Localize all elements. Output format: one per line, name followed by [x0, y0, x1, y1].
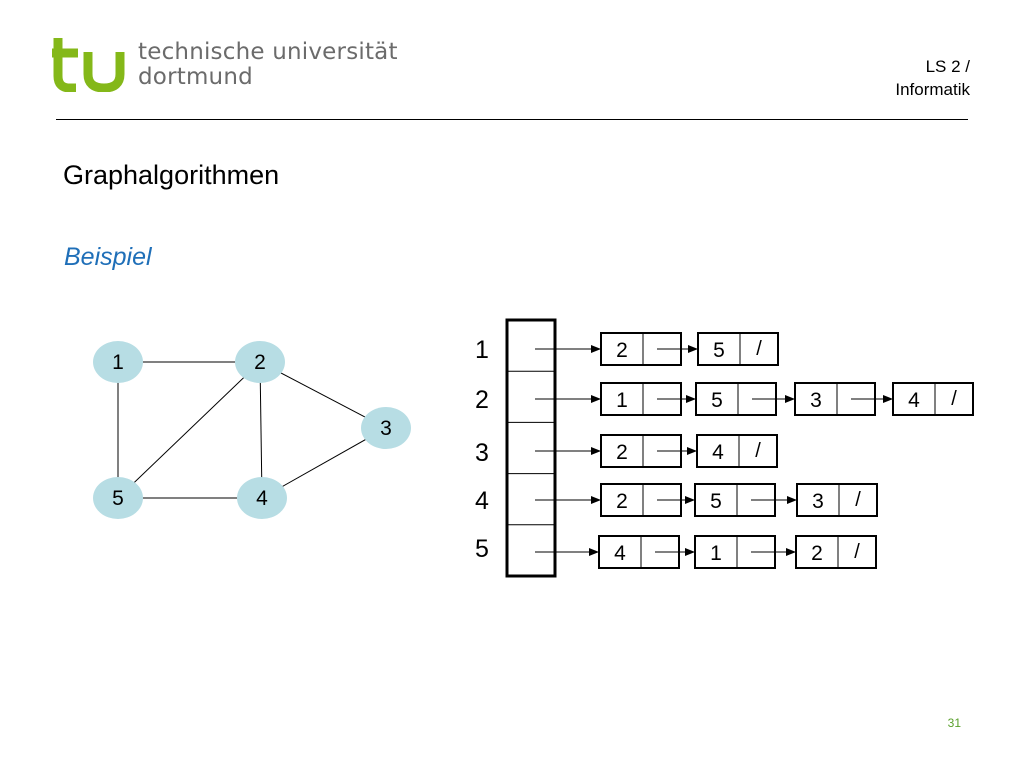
graph-node-label: 4 — [256, 487, 268, 510]
tu-logo-icon — [52, 38, 125, 92]
list-node: 1 — [694, 535, 796, 569]
graph-node-circle — [237, 477, 287, 519]
list-node-value: 2 — [811, 542, 823, 565]
adjacency-array-frame — [505, 318, 557, 578]
adjacency-index-label: 5 — [475, 535, 489, 563]
graph-node-circle — [235, 341, 285, 383]
graph-node: 2 — [235, 341, 285, 383]
chair-label-line2: Informatik — [895, 80, 970, 99]
list-terminator: / — [756, 338, 762, 360]
list-node: 5 — [694, 483, 797, 517]
list-node-value: 3 — [810, 389, 822, 412]
chair-label-line1: LS 2 / — [925, 57, 970, 76]
list-node-value: 5 — [710, 490, 722, 513]
list-node: 4/ — [892, 382, 974, 416]
list-node: 1 — [600, 382, 696, 416]
list-node: 3 — [794, 382, 893, 416]
list-node: 2/ — [795, 535, 877, 569]
list-node-box — [600, 332, 682, 366]
graph-node: 4 — [237, 477, 287, 519]
list-node-value: 2 — [616, 490, 628, 513]
list-node-value: 1 — [710, 542, 722, 565]
list-node: 2 — [600, 483, 695, 517]
list-node-box — [600, 382, 682, 416]
list-node: 5/ — [697, 332, 779, 366]
slide-title: Graphalgorithmen — [63, 160, 280, 190]
list-node: 2 — [600, 434, 697, 468]
list-node-value: 2 — [616, 339, 628, 362]
list-node-box — [796, 483, 878, 517]
page-number: 31 — [947, 716, 961, 730]
graph-edges — [117, 361, 387, 499]
list-terminator: / — [755, 440, 761, 462]
list-node: 5 — [695, 382, 795, 416]
adjacency-array: 1 2 3 4 5 — [475, 318, 557, 578]
list-node-value: 5 — [713, 339, 725, 362]
graph-node-circle — [93, 341, 143, 383]
list-node-box — [795, 535, 877, 569]
university-name-line1: technische universität — [138, 39, 398, 65]
list-node-box — [892, 382, 974, 416]
list-node-box — [697, 332, 779, 366]
list-node: 4 — [598, 535, 695, 569]
university-name: technische universität dortmund — [138, 40, 398, 90]
list-node-value: 4 — [712, 441, 724, 464]
header-divider — [56, 119, 968, 120]
list-terminator: / — [855, 489, 861, 511]
graph-node-circle — [361, 407, 411, 449]
list-node-box — [794, 382, 876, 416]
list-node-box — [696, 434, 778, 468]
list-node-value: 5 — [711, 389, 723, 412]
graph-node-label: 5 — [112, 487, 124, 510]
list-node-value: 3 — [812, 490, 824, 513]
list-node: 3/ — [796, 483, 878, 517]
list-node-value: 2 — [616, 441, 628, 464]
graph-edge — [259, 361, 263, 499]
list-node-value: 4 — [908, 389, 920, 412]
adjacency-index-label: 4 — [475, 487, 489, 515]
adjacency-index-label: 3 — [475, 439, 489, 467]
list-node: 4/ — [696, 434, 778, 468]
adjacency-index-label: 1 — [475, 336, 489, 364]
chair-label: LS 2 / Informatik — [895, 55, 970, 101]
graph-nodes: 1 2 3 4 5 — [93, 341, 411, 519]
list-node-value: 4 — [614, 542, 626, 565]
list-terminator: / — [854, 541, 860, 563]
graph-node: 5 — [93, 477, 143, 519]
graph-edge — [117, 361, 261, 499]
graph-node: 1 — [93, 341, 143, 383]
graph-node-label: 1 — [112, 351, 124, 374]
university-name-line2: dortmund — [138, 64, 253, 90]
graph-node: 3 — [361, 407, 411, 449]
graph-node-circle — [93, 477, 143, 519]
slide-subtitle: Beispiel — [64, 243, 152, 271]
list-node-value: 1 — [616, 389, 628, 412]
list-terminator: / — [951, 388, 957, 410]
adjacency-index-label: 2 — [475, 386, 489, 414]
graph-node-label: 2 — [254, 351, 266, 374]
graph-node-label: 3 — [380, 417, 392, 440]
list-node: 2 — [600, 332, 698, 366]
